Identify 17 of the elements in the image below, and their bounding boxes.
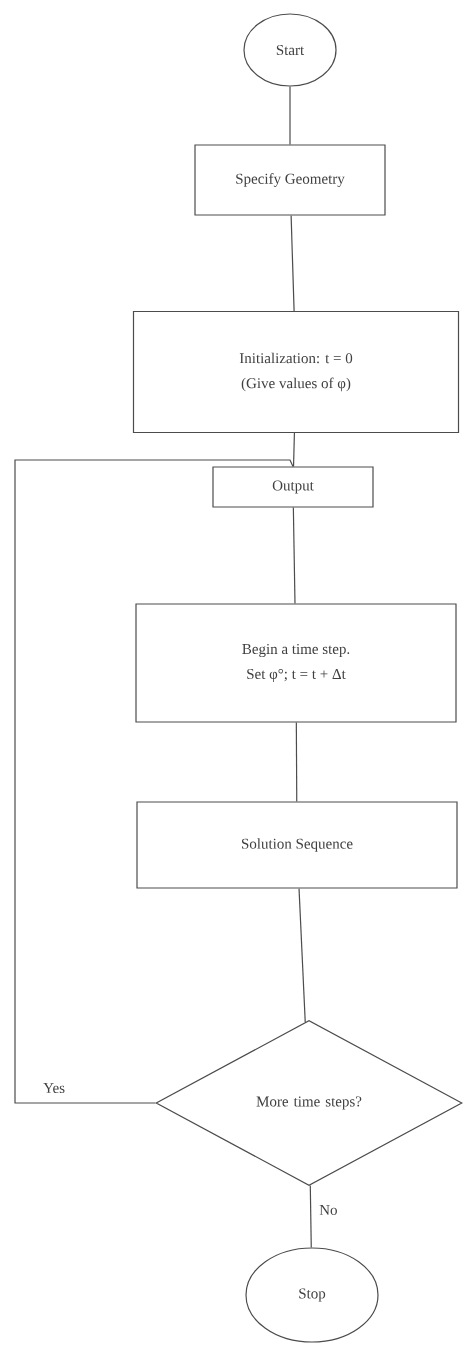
process-box: Initialization: t = 0 (Give values of φ) [132, 310, 460, 434]
process-box: Specify Geometry [194, 144, 386, 216]
process-box: Solution Sequence [136, 801, 458, 889]
stop-oval: Stop [245, 1247, 379, 1343]
process-box: Output [212, 466, 374, 508]
connector-line [309, 1184, 312, 1248]
edge-label: No [318, 1204, 339, 1216]
connector-line [289, 86, 291, 145]
connector-line [292, 432, 295, 467]
start-oval: Start [243, 13, 337, 87]
connector-line [292, 507, 296, 604]
connector-line [295, 722, 298, 802]
process-box: Begin a time step. Set φ°; t = t + Δt [135, 603, 457, 723]
connector-line [290, 215, 295, 312]
edge-label: Yes [42, 1082, 67, 1094]
connector-line [298, 888, 306, 1023]
connector-line [14, 459, 294, 1104]
